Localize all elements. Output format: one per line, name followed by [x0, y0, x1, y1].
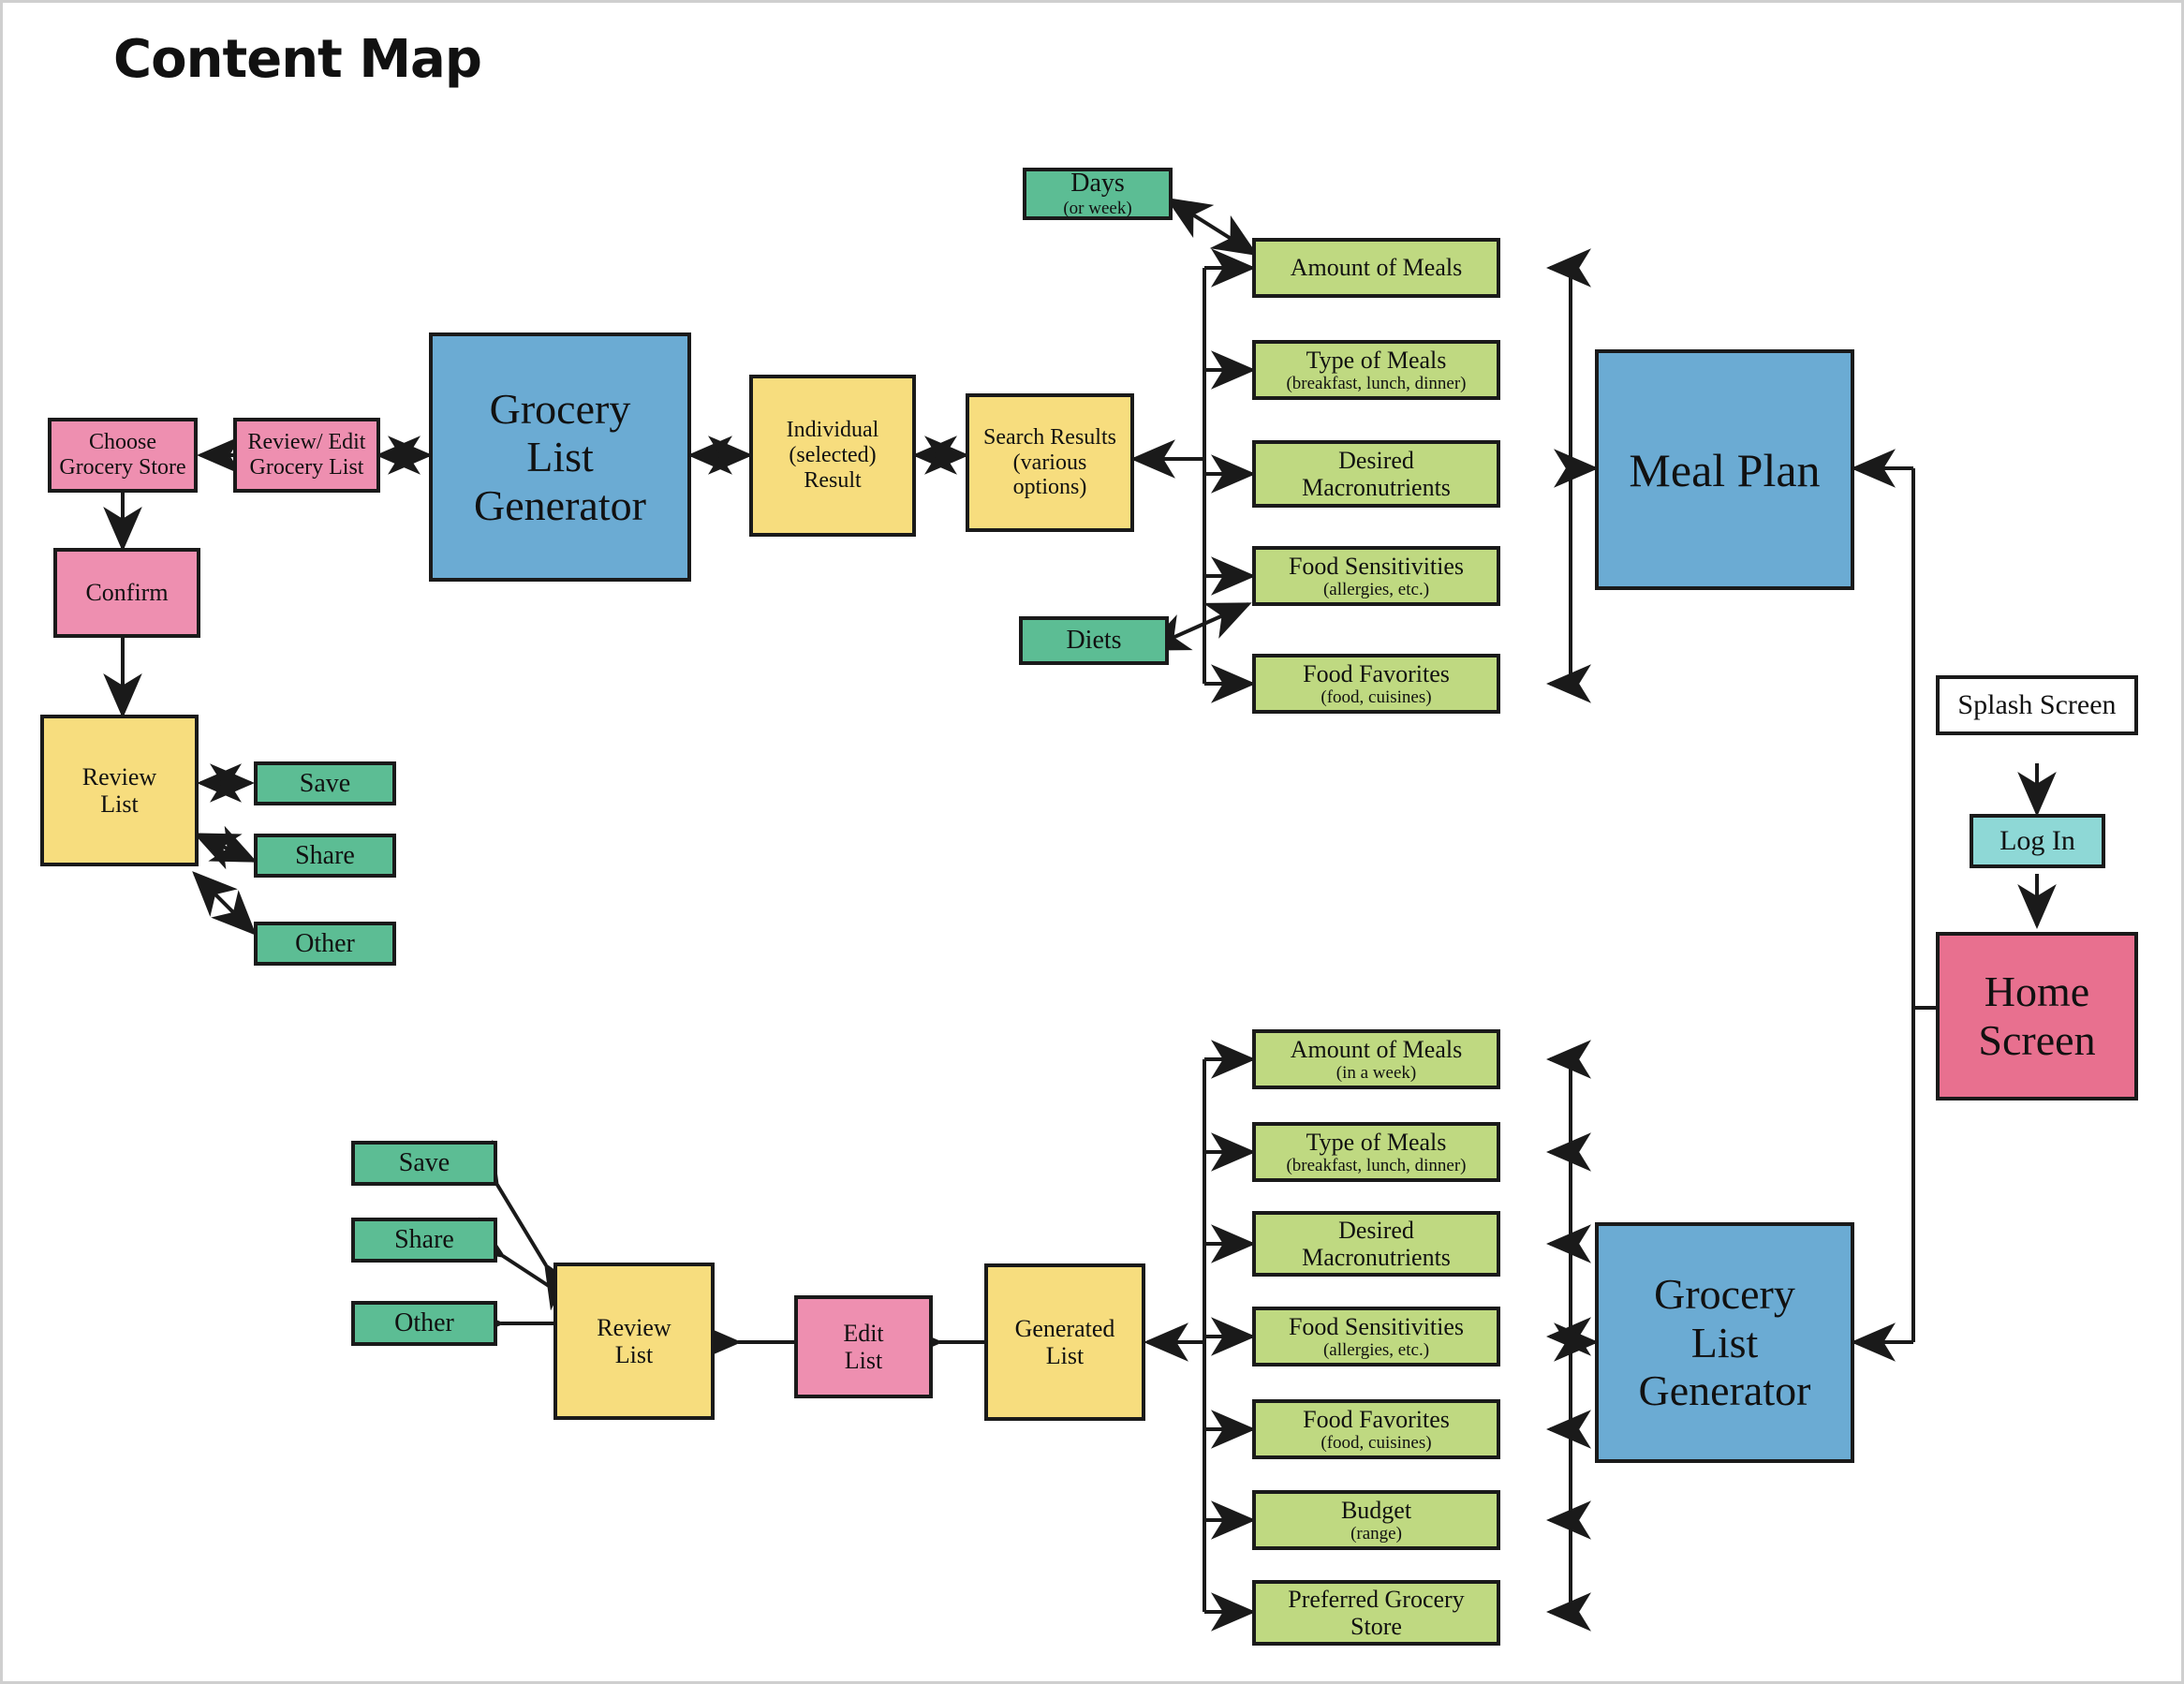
node-food-sensitivities-bottom[interactable]: Food Sensitivities (allergies, etc.)	[1252, 1307, 1500, 1366]
node-food-sensitivities-top[interactable]: Food Sensitivities (allergies, etc.)	[1252, 546, 1500, 606]
node-review-list-top[interactable]: Review List	[40, 715, 199, 866]
page-title: Content Map	[113, 29, 482, 90]
node-preferred-grocery-store[interactable]: Preferred Grocery Store	[1252, 1580, 1500, 1646]
node-desired-macronutrients-bottom[interactable]: Desired Macronutrients	[1252, 1211, 1500, 1277]
node-save-bottom[interactable]: Save	[351, 1141, 497, 1186]
node-food-favorites-bottom[interactable]: Food Favorites (food, cuisines)	[1252, 1399, 1500, 1459]
node-meal-plan[interactable]: Meal Plan	[1595, 349, 1854, 590]
node-search-results[interactable]: Search Results (various options)	[966, 393, 1134, 532]
node-budget[interactable]: Budget (range)	[1252, 1490, 1500, 1550]
node-generated-list[interactable]: Generated List	[984, 1263, 1145, 1421]
node-choose-grocery-store[interactable]: Choose Grocery Store	[48, 418, 198, 493]
node-edit-list[interactable]: Edit List	[794, 1295, 933, 1398]
node-share-bottom[interactable]: Share	[351, 1218, 497, 1263]
node-diets[interactable]: Diets	[1019, 616, 1169, 665]
node-share-top[interactable]: Share	[254, 834, 396, 878]
node-type-of-meals-bottom[interactable]: Type of Meals (breakfast, lunch, dinner)	[1252, 1122, 1500, 1182]
node-review-list-bottom[interactable]: Review List	[553, 1263, 715, 1420]
node-grocery-list-generator-top[interactable]: Grocery List Generator	[429, 332, 691, 582]
node-desired-macronutrients-top[interactable]: Desired Macronutrients	[1252, 440, 1500, 508]
node-confirm[interactable]: Confirm	[53, 548, 200, 638]
node-grocery-list-generator-bottom[interactable]: Grocery List Generator	[1595, 1222, 1854, 1463]
node-home-screen[interactable]: Home Screen	[1936, 932, 2138, 1101]
node-splash-screen[interactable]: Splash Screen	[1936, 675, 2138, 735]
node-log-in[interactable]: Log In	[1970, 814, 2105, 868]
node-other-top[interactable]: Other	[254, 922, 396, 966]
node-other-bottom[interactable]: Other	[351, 1301, 497, 1346]
node-amount-of-meals-bottom[interactable]: Amount of Meals (in a week)	[1252, 1029, 1500, 1089]
node-days[interactable]: Days (or week)	[1023, 168, 1173, 220]
node-type-of-meals-top[interactable]: Type of Meals (breakfast, lunch, dinner)	[1252, 340, 1500, 400]
node-review-edit-grocery-list[interactable]: Review/ Edit Grocery List	[233, 418, 380, 493]
node-amount-of-meals-top[interactable]: Amount of Meals	[1252, 238, 1500, 298]
node-save-top[interactable]: Save	[254, 761, 396, 805]
node-individual-result[interactable]: Individual (selected) Result	[749, 375, 916, 537]
node-food-favorites-top[interactable]: Food Favorites (food, cuisines)	[1252, 654, 1500, 714]
